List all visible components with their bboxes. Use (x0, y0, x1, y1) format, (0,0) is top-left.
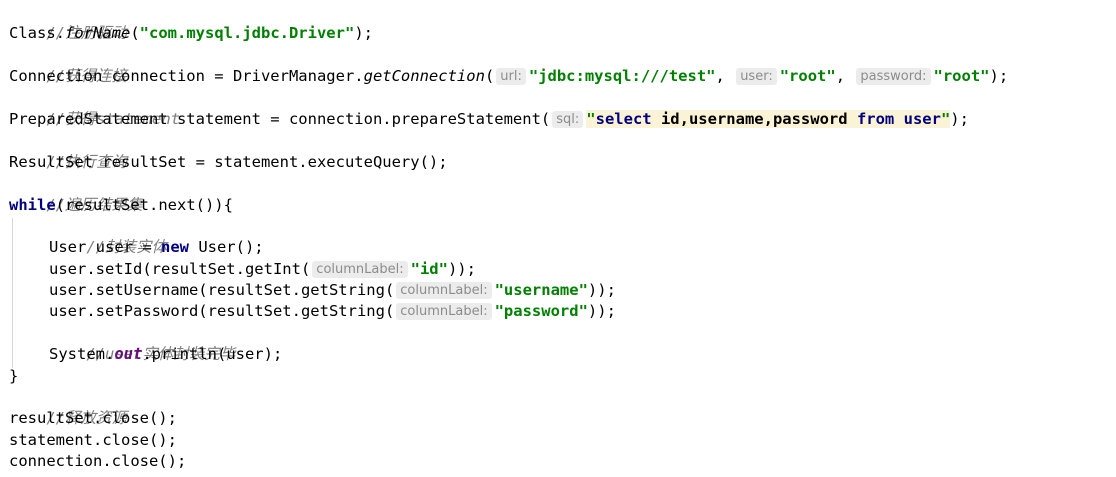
paren-close: ); (950, 109, 969, 128)
sql-string: "select id,username,password from user" (586, 109, 951, 128)
comma: , (715, 67, 725, 86)
password-string: "root" (933, 67, 990, 86)
set-username-prefix: user.setUsername(resultSet.getString( (49, 281, 395, 300)
resultset-statement: ResultSet resultSet = statement.executeQ… (9, 152, 448, 171)
paren-close: )); (587, 302, 616, 321)
getconnection-method: getConnection (363, 67, 485, 86)
keyword-while: while (9, 195, 56, 214)
comment-release-resources: //释放资源 (46, 409, 127, 428)
new-user-rest: User(); (188, 238, 264, 257)
forname-method: forName (65, 24, 131, 43)
paren-close: ); (354, 24, 373, 43)
comment-execute-query: //执行查询 (46, 152, 127, 171)
code-line-5: //获得statement (0, 88, 1116, 128)
password-column-string: "password" (494, 302, 588, 321)
statement-prefix: PreparedStatement statement = connection… (9, 109, 551, 128)
code-line-13: user.setId(resultSet.getInt(columnLabel:… (0, 259, 1116, 280)
param-hint-password: password: (856, 68, 931, 86)
code-line-16: //user实体封装完毕 (0, 323, 1116, 363)
indent-guide (12, 218, 13, 368)
code-line-20: resultSet.close(); (0, 408, 1116, 429)
while-condition: (resultSet.next()){ (55, 195, 233, 214)
code-line-11: //封装实体 (0, 216, 1116, 256)
code-line-4: Connection connection = DriverManager.ge… (0, 66, 1116, 87)
resultset-close: resultSet.close(); (9, 409, 177, 428)
code-line-18: } (0, 366, 1116, 387)
paren-open: ( (130, 24, 140, 43)
paren-open: ( (484, 67, 495, 86)
paren-close: )); (587, 281, 616, 300)
code-line-1: //注册驱动 (0, 2, 1116, 42)
paren-close: )); (447, 259, 476, 278)
system-out-field: out (114, 345, 143, 364)
connection-close: connection.close(); (9, 452, 187, 471)
println-call: .println(user); (142, 345, 283, 364)
username-string: "username" (494, 281, 588, 300)
comma: , (835, 67, 846, 86)
connection-prefix: Connection connection = DriverManager. (9, 67, 364, 86)
code-line-12: User user = new User(); (0, 237, 1116, 258)
comment-get-statement: //获得statement (46, 109, 180, 128)
code-line-21: statement.close(); (0, 430, 1116, 451)
code-line-15: user.setPassword(resultSet.getString(col… (0, 301, 1116, 322)
sql-columns: id,username,password (651, 109, 857, 128)
sql-quote-open: " (586, 109, 596, 128)
system-prefix: System. (49, 345, 115, 364)
code-line-9: //遍历结果集 (0, 173, 1116, 214)
code-line-17: System.out.println(user); (0, 344, 1116, 365)
sql-table: user (903, 109, 941, 128)
param-hint-columnlabel: columnLabel: (312, 260, 408, 278)
code-line-3: //获得连接 (0, 45, 1116, 85)
comment-entity-done: //user实体封装完毕 (86, 345, 236, 364)
param-hint-sql: sql: (552, 110, 584, 128)
sql-quote-close: " (940, 109, 951, 128)
sql-keyword-select: select (595, 109, 652, 128)
closing-brace: } (9, 366, 19, 385)
id-string: "id" (410, 259, 448, 278)
url-string: "jdbc:mysql:///test" (528, 67, 716, 86)
param-hint-columnlabel: columnLabel: (396, 282, 492, 300)
paren-close: ); (989, 67, 1009, 86)
code-line-6: PreparedStatement statement = connection… (0, 109, 1116, 130)
code-line-14: user.setUsername(resultSet.getString(col… (0, 280, 1116, 301)
code-line-22: connection.close(); (0, 451, 1116, 472)
driver-string: "com.mysql.jdbc.Driver" (139, 24, 355, 43)
class-prefix: Class. (9, 24, 65, 43)
comment-register-driver: //注册驱动 (46, 24, 127, 43)
user-string: "root" (779, 67, 836, 86)
param-hint-user: user: (736, 68, 777, 86)
set-id-prefix: user.setId(resultSet.getInt( (49, 259, 311, 278)
sql-space (894, 110, 903, 128)
code-line-2: Class.forName("com.mysql.jdbc.Driver"); (0, 23, 1116, 44)
param-hint-url: url: (496, 68, 526, 86)
statement-close: statement.close(); (9, 430, 177, 449)
keyword-new: new (160, 238, 189, 257)
comment-iterate-results: //遍历结果集 (46, 195, 143, 214)
comment-wrap-entity: //封装实体 (86, 238, 167, 257)
new-user-prefix: User user = (49, 238, 161, 257)
param-hint-columnlabel: columnLabel: (396, 303, 492, 321)
code-line-19: //释放资源 (0, 387, 1116, 427)
code-line-7: //执行查询 (0, 130, 1116, 171)
code-line-10: while(resultSet.next()){ (0, 195, 1116, 216)
comment-get-connection: //获得连接 (46, 67, 127, 86)
code-line-8: ResultSet resultSet = statement.executeQ… (0, 152, 1116, 173)
sql-keyword-from: from (856, 109, 895, 128)
set-password-prefix: user.setPassword(resultSet.getString( (49, 302, 395, 321)
